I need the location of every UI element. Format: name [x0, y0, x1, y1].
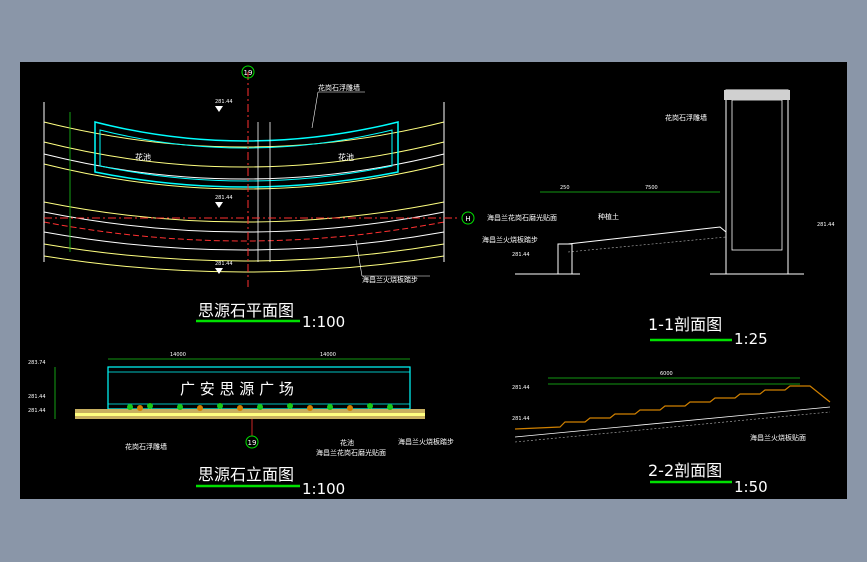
- s11-stone-label: 海昌兰花岗石磨光贴面: [487, 213, 557, 222]
- s11-steps-label: 海昌兰火烧板踏步: [482, 235, 538, 244]
- s11-soil-label: 种植土: [598, 212, 619, 221]
- s11-title: 1-1剖面图: [648, 315, 722, 334]
- s22-steps-label: 海昌兰火烧板贴面: [750, 433, 806, 442]
- elev-top: 283.74: [28, 360, 46, 366]
- plan-wall-label: 花岗石浮雕墙: [318, 83, 360, 92]
- drawing-canvas: 19 H 281.44 281.44 281.44 花池 花池 花岗石浮雕墙 海…: [20, 62, 847, 499]
- plan-elev-top: 281.44: [215, 99, 233, 105]
- s22-elev-a: 281.44: [512, 385, 530, 391]
- plan-planter-right: 花池: [338, 152, 354, 162]
- plan-planter-left: 花池: [135, 152, 151, 162]
- plan-steps-label: 海昌兰火烧板踏步: [362, 275, 418, 284]
- plan-marker-right: H: [465, 215, 470, 223]
- s11-scale: 1:25: [734, 330, 768, 348]
- plan-title: 思源石平面图: [198, 301, 294, 320]
- elev-triangle-icon: [215, 268, 223, 274]
- elevation-scale: 1:100: [302, 480, 345, 498]
- s11-elev-left: 281.44: [512, 252, 530, 258]
- s22-elev-b: 281.44: [512, 416, 530, 422]
- elev-triangle-icon: [215, 106, 223, 112]
- elev-wall-label: 花岗石浮雕墙: [125, 442, 167, 451]
- section-2-2: 6000 海昌兰火烧板贴面 281.44 281.44 2-2剖面图 1:50: [512, 371, 831, 496]
- plan-elev-bottom: 281.44: [215, 261, 233, 267]
- s22-title: 2-2剖面图: [648, 461, 722, 480]
- elev-dim-right: 14000: [320, 352, 336, 358]
- s11-wall-label: 花岗石浮雕墙: [665, 113, 707, 122]
- elevation-title: 思源石立面图: [198, 465, 294, 484]
- s11-elev-right: 281.44: [817, 222, 835, 228]
- elev-steps-label: 海昌兰火烧板踏步: [398, 437, 454, 446]
- elev-triangle-icon: [215, 202, 223, 208]
- plan-elev-mid: 281.44: [215, 195, 233, 201]
- s11-dim-b: 7500: [645, 185, 658, 191]
- elevation-inscription: 广 安 思 源 广 场: [180, 380, 294, 398]
- cad-drawing: 19 H 281.44 281.44 281.44 花池 花池 花岗石浮雕墙 海…: [28, 65, 835, 498]
- elev-copper-label: 海昌兰花岗石磨光贴面: [316, 448, 386, 457]
- elevation-view: 14000 14000 广 安 思 源 广 场 283.74 281.44 28…: [28, 352, 454, 498]
- s22-scale: 1:50: [734, 478, 768, 496]
- section-1-1: 250 7500 花岗石浮雕墙 海昌兰花岗石磨光贴面 种植土 海昌兰火烧板踏步 …: [482, 89, 835, 348]
- elev-marker: 19: [248, 439, 257, 447]
- elev-mid: 281.44: [28, 394, 46, 400]
- elev-low: 281.44: [28, 408, 46, 414]
- plan-marker-top: 19: [244, 69, 253, 77]
- s22-dim-total: 6000: [660, 371, 673, 377]
- elev-dim-left: 14000: [170, 352, 186, 358]
- plan-scale: 1:100: [302, 313, 345, 331]
- elev-planter-label: 花池: [340, 438, 354, 447]
- s11-dim-a: 250: [560, 185, 570, 191]
- plan-view: 19 H 281.44 281.44 281.44 花池 花池 花岗石浮雕墙 海…: [43, 65, 475, 331]
